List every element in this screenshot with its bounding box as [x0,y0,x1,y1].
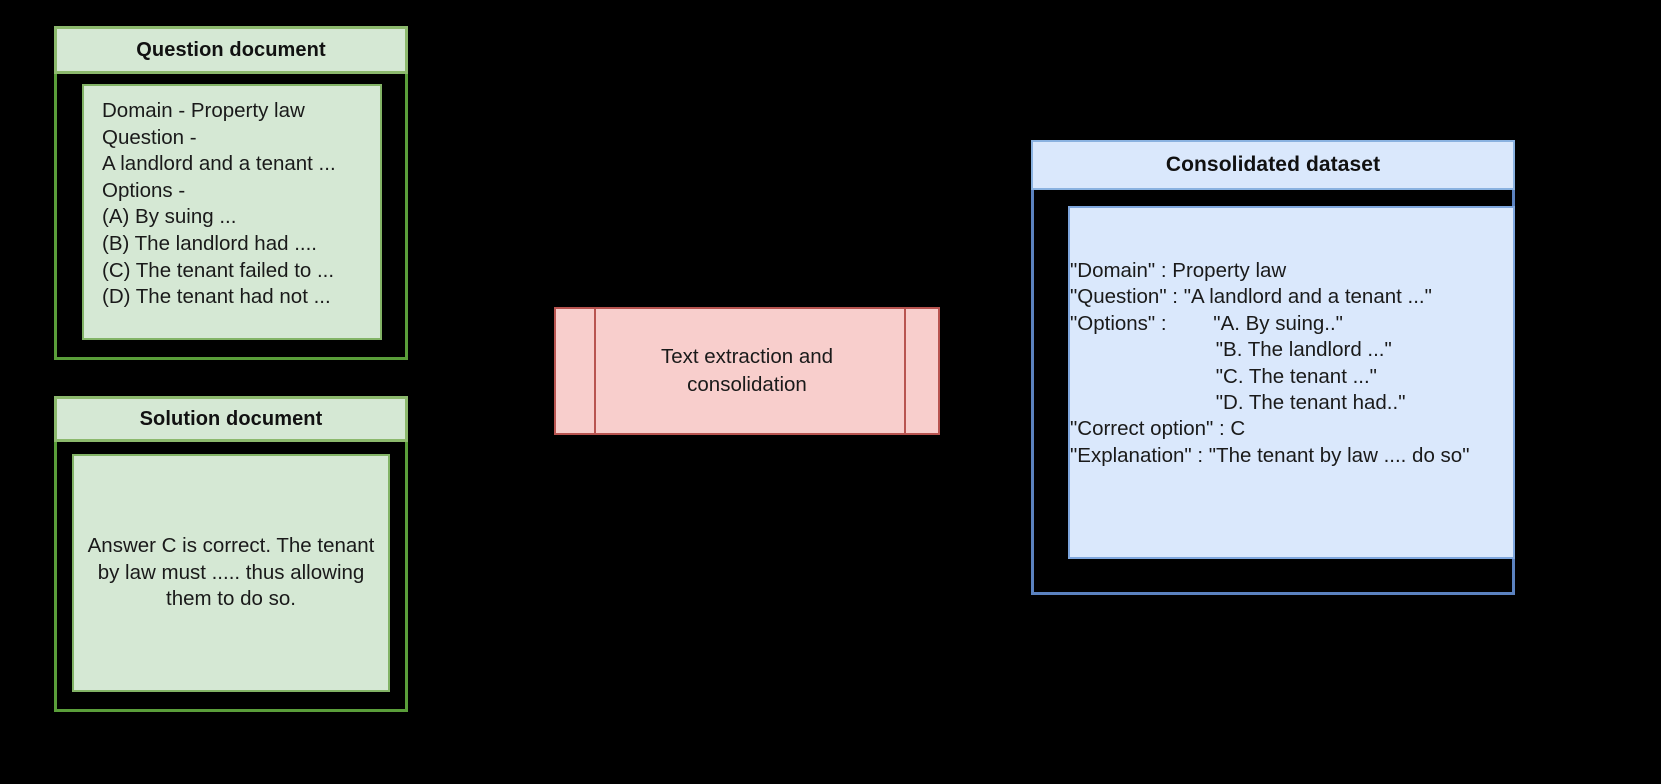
solution-document-title: Solution document [54,396,408,442]
question-document-body-text: Domain - Property law Question - A landl… [102,99,336,309]
consolidated-dataset-body-text: "Domain" : Property law "Question" : "A … [1070,259,1470,467]
consolidated-dataset-container: Consolidated dataset "Domain" : Property… [1031,140,1515,595]
solution-document-body-text: Answer C is correct. The tenant by law m… [87,534,381,611]
text-extraction-process-label: Text extraction and consolidation [660,345,834,396]
question-document-title: Question document [54,26,408,74]
consolidated-dataset-title: Consolidated dataset [1031,140,1515,190]
text-extraction-process-node: Text extraction and consolidation [554,307,940,435]
solution-document-container: Solution document Answer C is correct. T… [54,396,408,712]
predefined-process-right-bar [904,307,906,435]
question-document-container: Question document Domain - Property law … [54,26,408,360]
predefined-process-left-bar [594,307,596,435]
question-document-body-box: Domain - Property law Question - A landl… [82,84,382,340]
consolidated-dataset-body-box: "Domain" : Property law "Question" : "A … [1068,206,1515,559]
solution-document-body-box: Answer C is correct. The tenant by law m… [72,454,390,692]
